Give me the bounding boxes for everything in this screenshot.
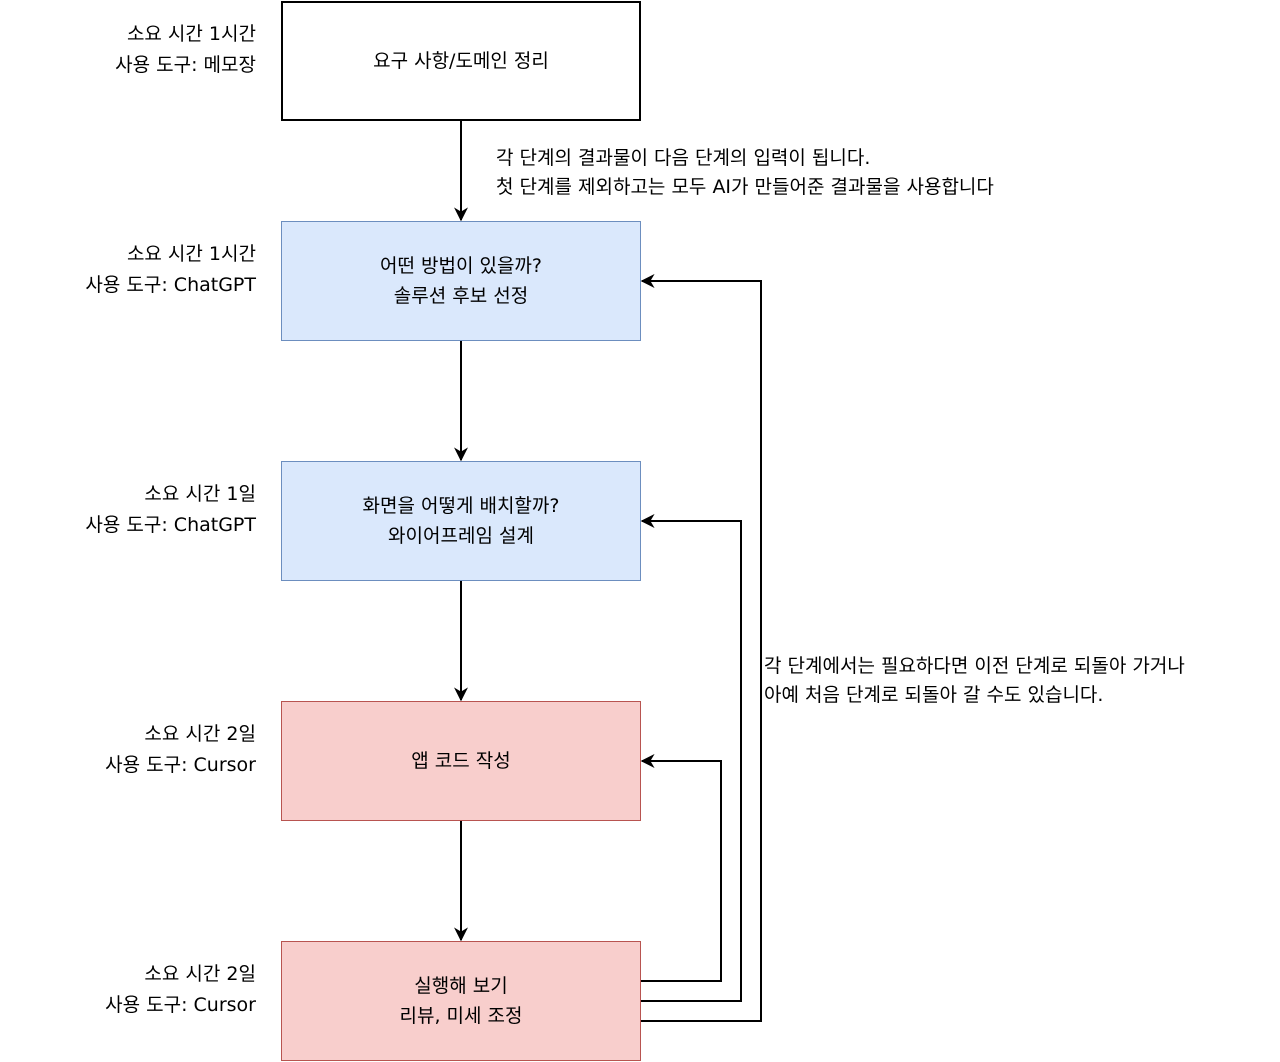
step-1-meta: 소요 시간 1시간 사용 도구: 메모장 — [115, 19, 256, 81]
step-3-meta: 소요 시간 1일 사용 도구: ChatGPT — [85, 479, 256, 541]
step-box-label: 와이어프레임 설계 — [388, 525, 534, 547]
step-4-time: 소요 시간 2일 — [144, 723, 256, 745]
feedback-arrow-5-to-3 — [640, 514, 742, 1002]
step-4-meta: 소요 시간 2일 사용 도구: Cursor — [105, 719, 256, 781]
step-box-label: 어떤 방법이 있을까? — [379, 255, 542, 277]
step-box-solution-candidates[interactable]: 어떤 방법이 있을까? 솔루션 후보 선정 — [281, 221, 641, 341]
step-box-run-review[interactable]: 실행해 보기 리뷰, 미세 조정 — [281, 941, 641, 1061]
step-box-app-code[interactable]: 앱 코드 작성 — [281, 701, 641, 821]
step-box-label: 솔루션 후보 선정 — [393, 285, 529, 307]
step-5-time: 소요 시간 2일 — [144, 963, 256, 985]
step-2-tool: 사용 도구: ChatGPT — [85, 274, 256, 296]
step-1-time: 소요 시간 1시간 — [126, 23, 256, 45]
step-box-label: 실행해 보기 — [414, 975, 508, 997]
flow-note-line: 첫 단계를 제외하고는 모두 AI가 만들어준 결과물을 사용합니다 — [496, 176, 994, 198]
step-box-label: 화면을 어떻게 배치할까? — [362, 495, 560, 517]
step-5-tool: 사용 도구: Cursor — [105, 994, 256, 1016]
step-3-tool: 사용 도구: ChatGPT — [85, 514, 256, 536]
step-3-time: 소요 시간 1일 — [144, 483, 256, 505]
step-4-tool: 사용 도구: Cursor — [105, 754, 256, 776]
step-2-time: 소요 시간 1시간 — [126, 243, 256, 265]
step-1-tool: 사용 도구: 메모장 — [115, 54, 256, 76]
step-2-meta: 소요 시간 1시간 사용 도구: ChatGPT — [85, 239, 256, 301]
step-box-label: 앱 코드 작성 — [411, 750, 511, 772]
step-5-meta: 소요 시간 2일 사용 도구: Cursor — [105, 959, 256, 1021]
feedback-arrow-5-to-2 — [640, 274, 762, 1022]
feedback-note: 각 단계에서는 필요하다면 이전 단계로 되돌아 가거나 아예 처음 단계로 되… — [764, 652, 1185, 710]
step-box-label: 요구 사항/도메인 정리 — [373, 50, 549, 72]
step-box-label: 리뷰, 미세 조정 — [399, 1005, 523, 1027]
flow-note: 각 단계의 결과물이 다음 단계의 입력이 됩니다. 첫 단계를 제외하고는 모… — [496, 144, 994, 202]
feedback-note-line: 각 단계에서는 필요하다면 이전 단계로 되돌아 가거나 — [764, 655, 1185, 677]
step-box-requirements[interactable]: 요구 사항/도메인 정리 — [281, 1, 641, 121]
flow-note-line: 각 단계의 결과물이 다음 단계의 입력이 됩니다. — [496, 147, 871, 169]
step-box-wireframe[interactable]: 화면을 어떻게 배치할까? 와이어프레임 설계 — [281, 461, 641, 581]
feedback-note-line: 아예 처음 단계로 되돌아 갈 수도 있습니다. — [764, 684, 1104, 706]
feedback-arrow-5-to-4 — [640, 754, 722, 982]
